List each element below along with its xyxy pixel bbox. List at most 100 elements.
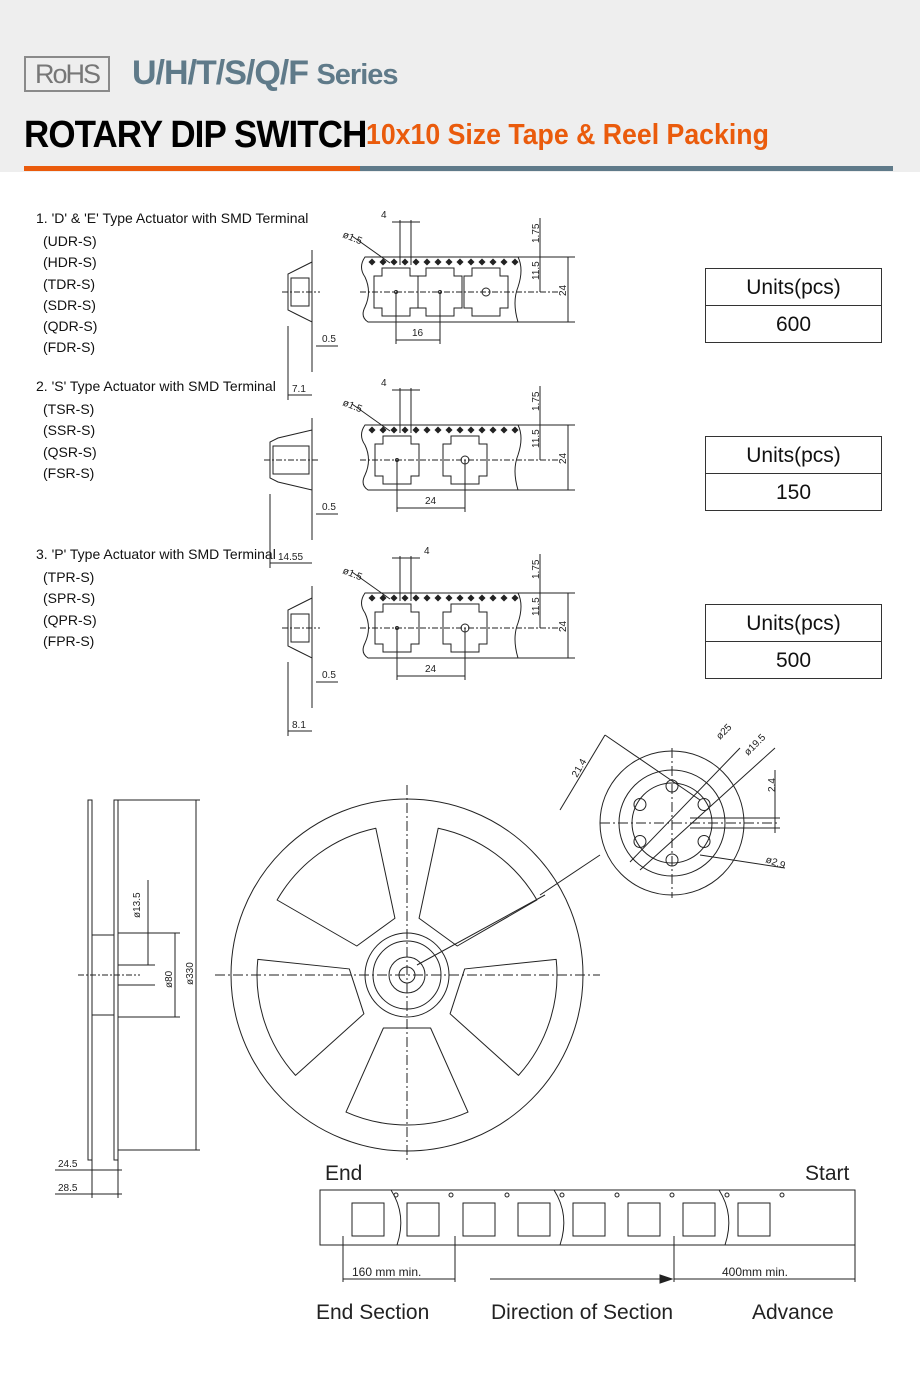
units-value: 600	[775, 313, 812, 336]
tape-break	[718, 1189, 730, 1246]
tape-pocket	[462, 1202, 496, 1237]
tape-pocket	[442, 603, 488, 653]
units-table: Units(pcs) 500	[705, 604, 882, 679]
arrow-icon	[659, 1274, 674, 1284]
dimension-label: 24	[558, 452, 569, 464]
dimension-label: 24.5	[58, 1159, 78, 1170]
tape-pocket	[374, 603, 420, 653]
model-item: (QSR-S)	[43, 443, 97, 460]
dim-line	[699, 854, 786, 869]
units-value: 500	[775, 649, 812, 672]
dimension-label: 4	[381, 378, 387, 389]
dimension-label: ø25	[714, 722, 734, 742]
dimension-label: ø19.5	[742, 732, 768, 758]
dim-line	[539, 854, 601, 896]
tape-pocket	[463, 267, 509, 317]
tape-pocket	[572, 1202, 606, 1237]
sprocket-hole	[467, 258, 475, 266]
dim-line	[416, 894, 546, 966]
sprocket-hole	[368, 594, 376, 602]
sprocket-hole	[467, 594, 475, 602]
sprocket-hole	[423, 594, 431, 602]
units-header: Units(pcs)	[706, 605, 881, 642]
tape-outline	[361, 592, 522, 659]
sprocket-hole	[456, 426, 464, 434]
model-item: (QPR-S)	[43, 611, 97, 628]
model-item: (SSR-S)	[43, 422, 96, 439]
dimension-label: ø80	[164, 970, 175, 988]
sprocket-hole	[614, 1192, 620, 1198]
model-item: (HDR-S)	[43, 254, 97, 271]
sprocket-hole	[434, 258, 442, 266]
reel-window	[256, 958, 365, 1076]
model-list: (TSR-S)(SSR-S)(QSR-S)(FSR-S)	[43, 399, 97, 484]
dimension-label: 24	[425, 496, 437, 507]
tape-break	[390, 1189, 402, 1246]
dimension-label: 160 mm min.	[352, 1265, 421, 1279]
tape-pocket	[737, 1202, 771, 1237]
tape-pocket	[517, 1202, 551, 1237]
reel-window	[345, 1027, 469, 1126]
hub-hole	[697, 798, 711, 811]
sprocket-hole	[445, 594, 453, 602]
sprocket-hole	[434, 594, 442, 602]
dimension-label: 11.5	[531, 597, 542, 616]
sprocket-hole	[412, 426, 420, 434]
series-name: U/H/T/S/Q/F	[132, 54, 309, 92]
sprocket-hole	[368, 258, 376, 266]
sprocket-hole	[456, 594, 464, 602]
direction-label: Direction of Section	[491, 1301, 674, 1324]
tape-outline	[361, 256, 522, 323]
series-suffix: Series	[316, 59, 398, 91]
dimension-label: 24	[425, 664, 437, 675]
header: RoHS U/H/T/S/Q/F Series ROTARY DIP SWITC…	[0, 0, 920, 172]
sprocket-hole	[511, 426, 519, 434]
sprocket-hole	[478, 426, 486, 434]
dimension-label: 400mm min.	[722, 1265, 788, 1279]
reel-window	[276, 827, 396, 947]
dim-line	[629, 747, 741, 863]
hub-hole	[633, 835, 647, 848]
sprocket-hole	[669, 1192, 675, 1198]
dimension-label: 0.5	[322, 334, 336, 345]
model-item: (FDR-S)	[43, 339, 96, 356]
units-table: Units(pcs) 600	[705, 268, 882, 343]
tape-strip	[319, 1189, 856, 1246]
tape-pocket	[351, 1202, 385, 1237]
dimension-label: ø330	[185, 962, 196, 985]
dim-line	[351, 571, 391, 600]
sprocket-hole	[445, 426, 453, 434]
sprocket-hole	[467, 426, 475, 434]
page-title: ROTARY DIP SWITCH	[24, 114, 367, 156]
sprocket-hole	[368, 426, 376, 434]
dim-line	[559, 734, 606, 811]
tape-pocket	[417, 267, 463, 317]
dimension-label: 24	[558, 284, 569, 296]
reel-window	[449, 958, 558, 1076]
dim-line	[351, 235, 391, 264]
model-item: (TPR-S)	[43, 569, 95, 585]
sprocket-hole	[445, 258, 453, 266]
dimension-label: ø1.5	[341, 230, 364, 248]
dimension-label: 8.1	[292, 720, 306, 731]
dimension-label: 28.5	[58, 1183, 78, 1194]
dimension-label: 16	[412, 328, 424, 339]
dimension-label: 11.5	[531, 429, 542, 448]
dimension-label: 0.5	[322, 670, 336, 681]
units-header: Units(pcs)	[706, 269, 881, 306]
hub-hole	[697, 835, 711, 848]
dimension-label: 21.4	[570, 757, 589, 780]
dimension-label: 4	[424, 546, 430, 557]
sprocket-hole	[423, 426, 431, 434]
sprocket-hole	[500, 426, 508, 434]
tape-pocket	[627, 1202, 661, 1237]
sprocket-hole	[448, 1192, 454, 1198]
sprocket-hole	[511, 594, 519, 602]
tape-pocket	[374, 435, 420, 485]
end-label: End	[325, 1162, 363, 1185]
sprocket-hole	[390, 594, 398, 602]
sprocket-hole	[379, 258, 387, 266]
leader-tape	[319, 1189, 856, 1246]
dimension-label: 11.5	[531, 261, 542, 280]
